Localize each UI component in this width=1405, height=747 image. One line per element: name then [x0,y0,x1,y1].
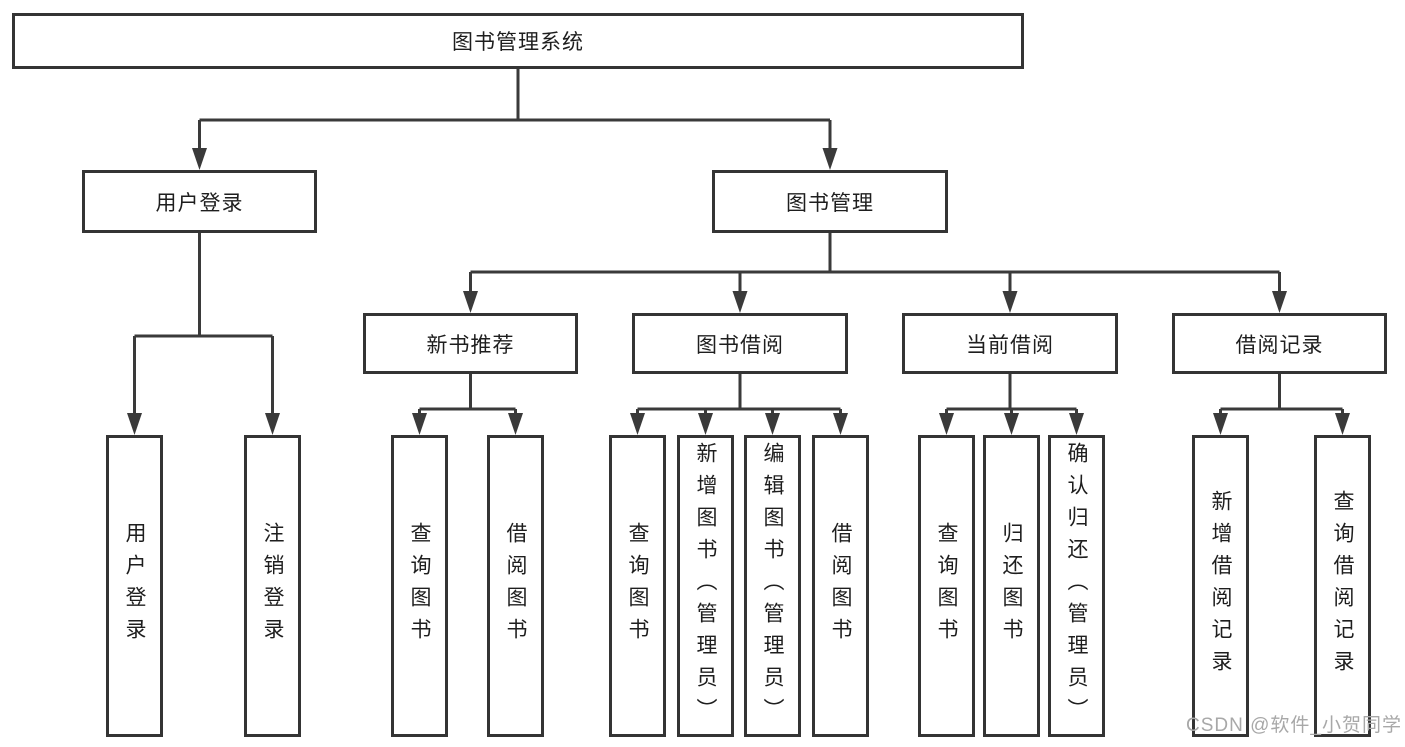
leaf-query-books-borrow: 查询图书 [609,435,666,737]
arrow-down-icon [1272,291,1287,313]
node-label: 图书借阅 [696,333,784,357]
connector-bookmgmt-to-level3 [469,233,1281,293]
leaf-label: 查询图书 [626,522,649,650]
leaf-add-books-admin: 新增图书（管理员） [677,435,734,737]
node-current-borrow: 当前借阅 [902,313,1118,374]
leaf-label: 注销登录 [261,522,284,650]
arrow-down-icon [1004,413,1019,435]
leaf-borrow-books-recommend: 借阅图书 [487,435,544,737]
node-label: 图书管理 [786,191,874,215]
arrow-down-icon [1002,291,1018,313]
leaf-user-login: 用户登录 [106,435,163,737]
leaf-logout: 注销登录 [244,435,301,737]
leaf-label: 新增图书（管理员） [694,442,717,730]
node-book-management: 图书管理 [712,170,948,233]
node-root-label: 图书管理系统 [452,31,584,54]
arrow-down-icon [127,413,142,435]
arrow-down-icon [265,413,280,435]
arrow-down-icon [630,413,645,435]
leaf-query-books-current: 查询图书 [918,435,975,737]
arrow-down-icon [765,413,780,435]
node-label: 借阅记录 [1235,333,1324,357]
leaf-edit-books-admin: 编辑图书（管理员） [744,435,801,737]
node-book-borrow: 图书借阅 [632,313,848,374]
node-new-book-recommend: 新书推荐 [363,313,578,374]
arrow-down-icon [1069,413,1084,435]
arrow-down-icon [732,291,748,313]
leaf-label: 确认归还（管理员） [1065,442,1088,730]
leaf-borrow-books-borrow: 借阅图书 [812,435,869,737]
leaf-label: 查询图书 [408,522,431,650]
node-borrow-records: 借阅记录 [1172,313,1387,374]
arrow-down-icon [192,148,207,170]
leaf-label: 查询图书 [935,522,958,650]
arrow-down-icon [698,413,713,435]
arrow-down-icon [508,413,523,435]
leaf-label: 借阅图书 [829,522,852,650]
connector-root-to-level2 [198,69,832,150]
connector-records-to-leaves [1219,374,1344,417]
arrow-down-icon [939,413,954,435]
arrow-down-icon [463,291,478,313]
leaf-return-books: 归还图书 [983,435,1040,737]
leaf-label: 归还图书 [1000,522,1023,650]
leaf-add-borrow-record: 新增借阅记录 [1192,435,1249,737]
arrow-down-icon [822,148,838,170]
arrowheads [127,148,1350,435]
leaf-label: 用户登录 [123,522,146,650]
connector-current-to-leaves [945,374,1078,417]
node-root: 图书管理系统 [12,13,1024,69]
leaf-label: 编辑图书（管理员） [761,442,784,730]
arrow-down-icon [412,413,427,435]
node-user-login: 用户登录 [82,170,317,233]
leaf-confirm-return-admin: 确认归还（管理员） [1048,435,1105,737]
leaf-label: 查询借阅记录 [1331,490,1354,682]
connector-recommend-to-leaves [418,374,517,417]
arrow-down-icon [1213,413,1228,435]
leaf-label: 新增借阅记录 [1209,490,1232,682]
node-label: 用户登录 [155,191,244,215]
connector-borrow-to-leaves [636,374,842,417]
leaf-query-borrow-record: 查询借阅记录 [1314,435,1371,737]
watermark: CSDN @软件_小贺同学 [1186,715,1402,736]
node-label: 当前借阅 [966,333,1054,357]
connector-userlogin-to-leaves [133,233,274,416]
arrow-down-icon [833,413,848,435]
node-label: 新书推荐 [426,333,515,357]
leaf-label: 借阅图书 [504,522,527,650]
leaf-query-books-recommend: 查询图书 [391,435,448,737]
arrow-down-icon [1335,413,1350,435]
